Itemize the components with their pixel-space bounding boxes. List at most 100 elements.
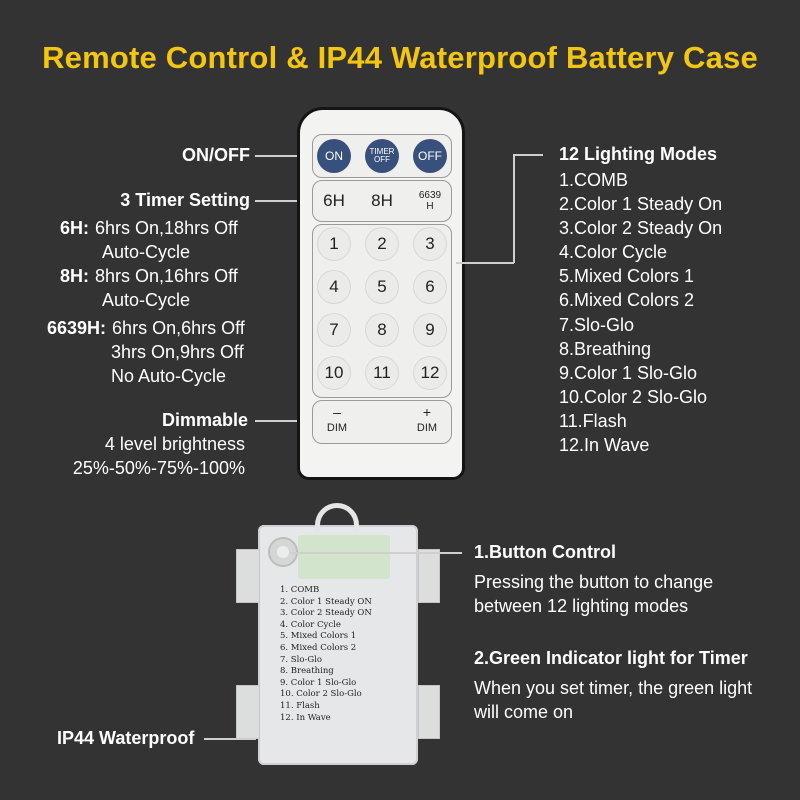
mode-item: 10.Color 2 Slo-Glo [559, 386, 708, 407]
mode-1-button[interactable]: 1 [317, 227, 351, 261]
modes-heading: 12 Lighting Modes [559, 144, 718, 164]
side-clip-right-bottom [418, 685, 440, 739]
dimmable-pointer [255, 420, 310, 422]
case-mode-item: 2. Color 1 Steady ON [280, 596, 372, 607]
page-title: Remote Control & IP44 Waterproof Battery… [42, 40, 758, 75]
mode-item: 1.COMB [559, 170, 629, 190]
side-clip-right-top [418, 549, 440, 603]
timer-6639h-btn-line1: 6639 [418, 190, 442, 201]
button-control-heading: 1.Button Control [474, 542, 616, 562]
waterproof-pointer [204, 738, 256, 740]
mode-item: 6.Mixed Colors 2 [559, 290, 695, 311]
case-mode-item: 5. Mixed Colors 1 [280, 631, 357, 642]
timer-group: 6H 8H 6639 H [312, 180, 452, 222]
modes-pointer-h [456, 262, 514, 264]
timer-6639h: 6639H:6hrs On,6hrs Off 3hrs On,9hrs Off … [47, 316, 257, 388]
circuit-board [298, 535, 390, 579]
timer-6639h-btn-line2: H [426, 201, 434, 212]
mode-3-button[interactable]: 3 [413, 227, 447, 261]
mode-item: 7.Slo-Glo [559, 314, 635, 335]
case-mode-item: 3. Color 2 Steady ON [280, 608, 372, 619]
dimmable-line2: 25%-50%-75%-100% [72, 458, 245, 478]
timer-6h-key: 6H: [60, 218, 90, 238]
modes-pointer-v [513, 154, 515, 263]
timer-8h-key: 8H: [60, 266, 90, 286]
timer-6h-line1: 6hrs On,18hrs Off [95, 218, 238, 238]
mode-6-button[interactable]: 6 [413, 270, 447, 304]
hanging-hook [315, 503, 359, 533]
mode-5-button[interactable]: 5 [365, 270, 399, 304]
timer-8h: 8H:8hrs On,16hrs Off Auto-Cycle [60, 264, 260, 312]
dimmable-line1: 4 level brightness [104, 434, 245, 454]
timer-pointer [255, 200, 310, 202]
dimmable-label: Dimmable [161, 410, 248, 430]
mode-8-button[interactable]: 8 [365, 313, 399, 347]
timer-off-line2: OFF [374, 155, 390, 164]
mode-item: 2.Color 1 Steady On [559, 194, 723, 215]
timer-off-line1: TIMER [369, 147, 395, 156]
mode-item: 11.Flash [559, 410, 627, 431]
mode-item: 4.Color Cycle [559, 242, 668, 263]
timer-off-button[interactable]: TIMER OFF [365, 139, 399, 173]
waterproof-label: IP44 Waterproof [57, 728, 195, 748]
mode-10-button[interactable]: 10 [317, 356, 351, 390]
dim-up-button[interactable]: + DIM [415, 405, 439, 435]
mode-7-button[interactable]: 7 [317, 313, 351, 347]
dim-minus-icon: – [333, 404, 341, 420]
case-mode-item: 10. Color 2 Slo-Glo [280, 689, 362, 700]
timer-6h: 6H:6hrs On,18hrs Off Auto-Cycle [60, 216, 260, 264]
dim-plus-icon: + [422, 404, 432, 420]
power-group: ON TIMER OFF OFF [312, 134, 452, 178]
modes-list: 1.COMB 2.Color 1 Steady On 3.Color 2 Stead… [559, 168, 722, 457]
mode-11-button[interactable]: 11 [365, 356, 399, 390]
timer-6639h-line2: 3hrs On,9hrs Off [111, 342, 244, 362]
off-button[interactable]: OFF [413, 139, 447, 173]
case-mode-item: 7. Slo-Glo [280, 654, 322, 665]
timer-8h-line2: Auto-Cycle [102, 290, 191, 310]
timer-6639h-button[interactable]: 6639 H [413, 184, 447, 218]
timer-8h-button[interactable]: 8H [371, 191, 393, 210]
mode-2-button[interactable]: 2 [365, 227, 399, 261]
dim-group: – DIM + DIM [312, 400, 452, 444]
timer-6639h-key: 6639H: [47, 318, 107, 338]
dim-up-label: DIM [416, 422, 438, 434]
mode-item: 5.Mixed Colors 1 [559, 266, 695, 287]
indicator-line2: will come on [474, 702, 574, 722]
indicator-heading: 2.Green Indicator light for Timer [474, 648, 748, 668]
mode-4-button[interactable]: 4 [317, 270, 351, 304]
timer-8h-line1: 8hrs On,16hrs Off [95, 266, 238, 286]
case-mode-item: 12. In Wave [280, 712, 331, 723]
case-mode-item: 6. Mixed Colors 2 [280, 642, 357, 653]
case-mode-item: 1. COMB [280, 585, 320, 595]
modes-pointer-top [513, 154, 543, 156]
mode-12-button[interactable]: 12 [413, 356, 447, 390]
mode-item: 3.Color 2 Steady On [559, 218, 723, 239]
timer-6639h-line3: No Auto-Cycle [111, 366, 227, 386]
case-mode-item: 8. Breathing [280, 666, 334, 677]
timer-heading: 3 Timer Setting [120, 190, 250, 210]
on-off-label: ON/OFF [182, 145, 250, 165]
mode-9-button[interactable]: 9 [413, 313, 447, 347]
button-control-line1: Pressing the button to change [474, 572, 714, 592]
indicator-line1: When you set timer, the green light [474, 678, 753, 698]
side-clip-left-bottom [236, 685, 260, 739]
mode-item: 8.Breathing [559, 338, 652, 359]
button-pointer [290, 552, 462, 554]
timer-6h-button[interactable]: 6H [323, 191, 345, 210]
timer-6639h-line1: 6hrs On,6hrs Off [112, 318, 245, 338]
push-button-cap [277, 546, 289, 558]
case-mode-item: 9. Color 1 Slo-Glo [280, 677, 357, 688]
side-clip-left-top [236, 549, 260, 603]
mode-item: 12.In Wave [559, 435, 650, 456]
case-mode-item: 11. Flash [280, 700, 320, 711]
timer-6h-line2: Auto-Cycle [102, 242, 191, 262]
dim-down-label: DIM [326, 422, 348, 434]
on-off-pointer [255, 155, 310, 157]
case-mode-item: 4. Color Cycle [280, 619, 341, 630]
dim-down-button[interactable]: – DIM [325, 405, 349, 435]
on-button[interactable]: ON [317, 139, 351, 173]
